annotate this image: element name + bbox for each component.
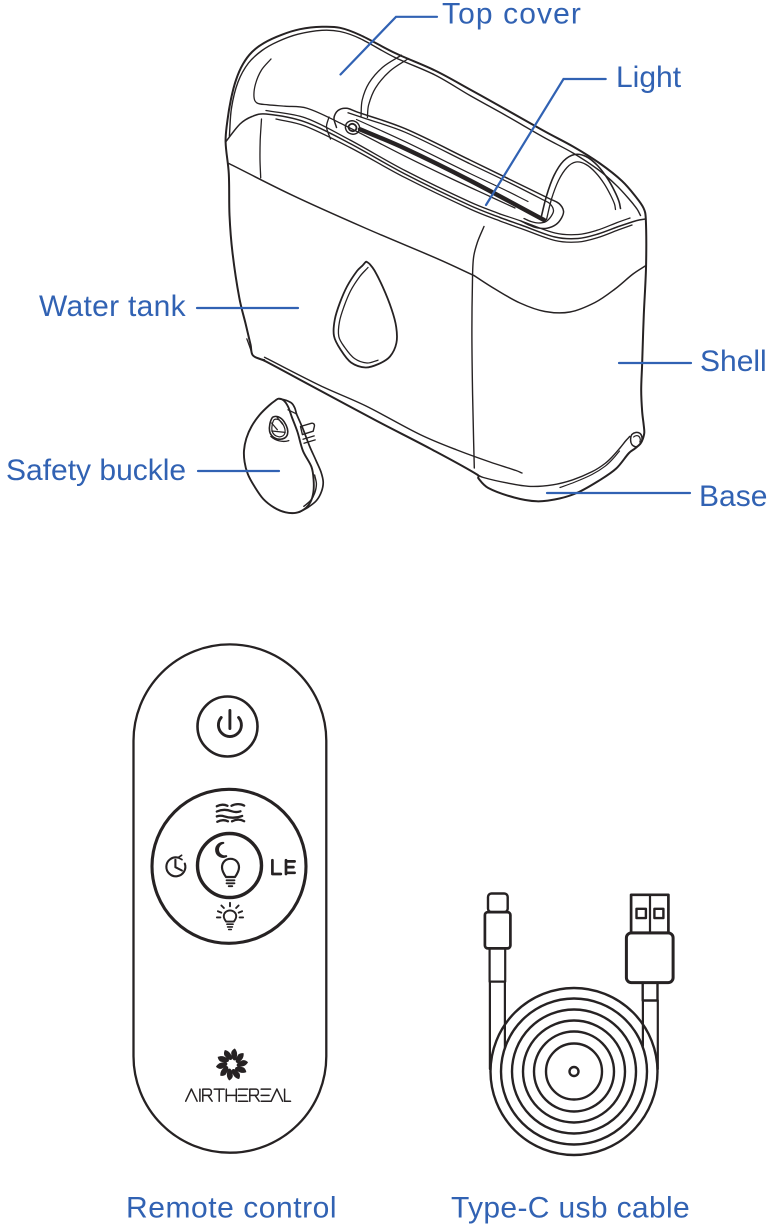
- svg-text:Top cover: Top cover: [442, 0, 582, 31]
- svg-text:Shell: Shell: [700, 345, 767, 378]
- svg-text:Light: Light: [616, 61, 682, 94]
- svg-text:Safety buckle: Safety buckle: [6, 454, 186, 487]
- svg-text:Water tank: Water tank: [39, 290, 187, 323]
- svg-text:Type-C usb cable: Type-C usb cable: [451, 1192, 690, 1225]
- svg-text:Base: Base: [699, 480, 767, 513]
- svg-text:Remote control: Remote control: [126, 1192, 337, 1225]
